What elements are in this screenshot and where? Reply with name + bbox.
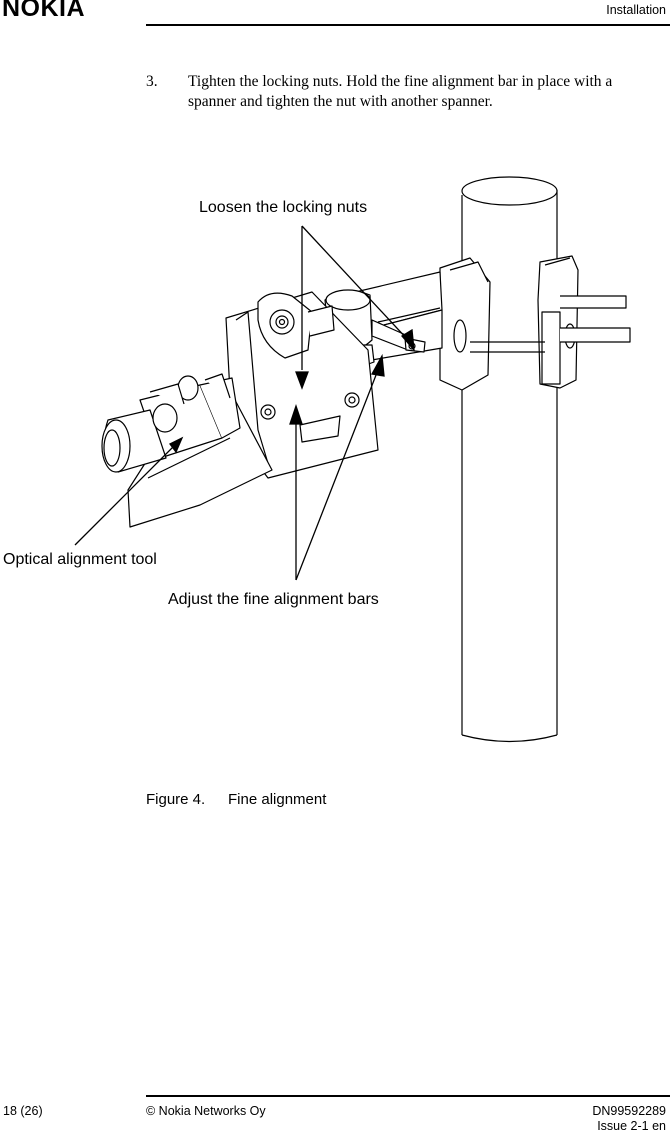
pole-clamp [439,255,631,391]
page-number: 18 (26) [3,1104,43,1118]
header-rule [146,24,670,26]
callout-loosen-locking-nuts: Loosen the locking nuts [199,199,368,216]
step-text: Tighten the locking nuts. Hold the fine … [188,73,613,110]
doc-issue: Issue 2-1 en [597,1119,666,1133]
section-title: Installation [606,3,666,17]
caption-label: Figure 4. [146,791,206,808]
optical-alignment-tool [101,373,273,528]
logo-text: NOKIA [2,0,86,22]
mounting-bracket [225,291,379,479]
nokia-logo: NOKIA [2,0,110,22]
doc-number: DN99592289 [592,1104,666,1118]
caption-text: Fine alignment [228,791,327,808]
copyright: © Nokia Networks Oy [146,1104,266,1118]
callout-leaders [74,225,415,581]
figure-caption: Figure 4. Fine alignment [146,791,326,808]
footer-rule [146,1095,670,1097]
callout-adjust-fine-alignment-bars: Adjust the fine alignment bars [168,591,379,608]
fine-alignment-illustration [74,176,631,743]
callout-optical-alignment-tool: Optical alignment tool [3,551,157,568]
step-number: 3. [146,73,158,90]
